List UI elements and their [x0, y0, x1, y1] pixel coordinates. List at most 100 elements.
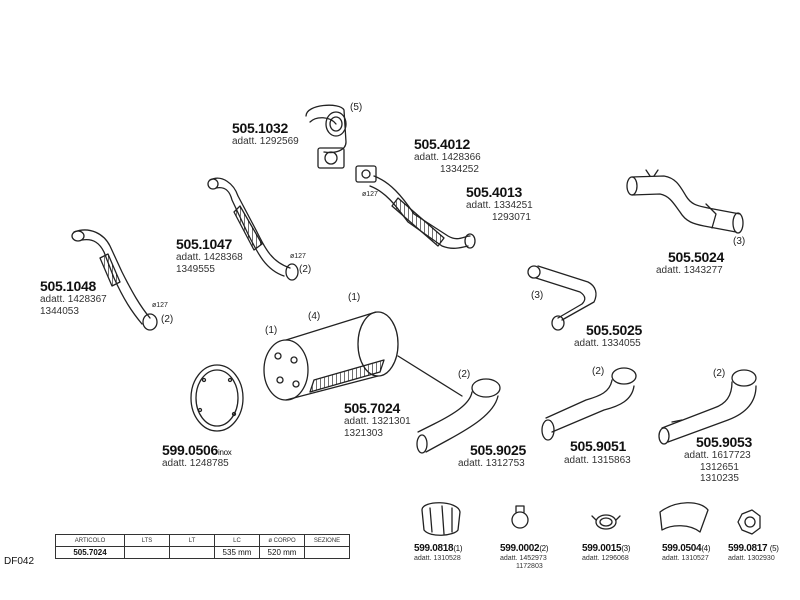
- part-code: 505.5024: [668, 249, 724, 265]
- accessory-label-599-0817: 599.0817 (5) adatt. 1302930: [728, 543, 779, 563]
- part-label-505-9025: 505.9025: [470, 442, 526, 458]
- part-adatt: adatt. 1321301: [344, 416, 411, 428]
- accessory-adatt: adatt. 1452973: [500, 554, 547, 562]
- accessory-adatt: adatt. 1310528: [414, 554, 461, 562]
- spec-header-cell: LC: [214, 534, 260, 547]
- part-adatt: adatt. 1334055: [574, 338, 641, 349]
- part-label-505-5025: 505.5025: [586, 322, 642, 338]
- accessory-code: 599.0504: [662, 543, 702, 554]
- note-number: (2): [299, 264, 312, 275]
- accessory-label-599-0504: 599.0504(4) adatt. 1310527: [662, 543, 710, 563]
- accessory-code: 599.0015: [582, 543, 622, 554]
- pipe-505-9051-drawing: [541, 367, 637, 441]
- part-adatt: adatt. 1312753: [458, 458, 525, 469]
- silencer-505-7024-drawing: [263, 311, 463, 401]
- note-number: (2): [713, 368, 726, 379]
- note-number: (2): [592, 366, 605, 377]
- spec-value-cell: 520 mm: [259, 546, 305, 559]
- part-code: 505.9051: [570, 438, 626, 454]
- part-code: 505.1047: [176, 236, 232, 252]
- sleeve-599-0504-drawing: [659, 502, 709, 533]
- part-adatt: adatt. 1428368: [176, 252, 243, 264]
- accessory-label-599-0015: 599.0015(3) adatt. 1296068: [582, 543, 630, 563]
- part-label-505-7024: 505.7024 adatt. 1321301 1321303: [344, 400, 411, 439]
- note-number: (3): [531, 290, 544, 301]
- part-label-505-9051: 505.9051: [570, 438, 626, 454]
- part-code: 505.9053: [696, 434, 752, 450]
- spec-value-cell: 505.7024: [55, 546, 125, 559]
- part-code: 505.9025: [470, 442, 526, 458]
- accessory-note: (4): [701, 544, 711, 553]
- accessory-code: 599.0817: [728, 543, 768, 554]
- part-code: 505.4012: [414, 136, 470, 152]
- note-number: (2): [458, 369, 471, 380]
- part-adatt: adatt. 1248785: [162, 458, 229, 470]
- pipe-505-9025-drawing: [416, 378, 501, 454]
- nut-599-0817-drawing: [737, 509, 761, 535]
- spec-value-cell: 535 mm: [214, 546, 260, 559]
- accessory-code: 599.0002: [500, 543, 540, 554]
- spec-value-cell: [304, 546, 350, 559]
- part-label-505-1047: 505.1047 adatt. 1428368 1349555: [176, 236, 243, 275]
- part-code: 599.0506: [162, 442, 218, 458]
- spec-table-header: ARTICOLO LTS LT LC ø CORPO SEZIONE: [55, 534, 350, 547]
- note-number: (4): [308, 311, 321, 322]
- part-code: 505.4013: [466, 184, 522, 200]
- part-label-505-4012: 505.4012 adatt. 1428366 1334252: [414, 136, 481, 175]
- accessory-label-599-0002: 599.0002(2) adatt. 1452973 1172803: [500, 543, 548, 571]
- accessory-note: (2): [539, 544, 549, 553]
- diameter-label: ø127: [290, 253, 306, 260]
- part-adatt: adatt. 1292569: [232, 136, 299, 148]
- part-code: 505.1032: [232, 120, 288, 136]
- accessory-code: 599.0818: [414, 543, 454, 554]
- part-material: inox: [218, 448, 232, 457]
- part-label-505-9053: 505.9053 adatt. 1617723 1312651 1310235: [684, 434, 752, 485]
- spec-header-cell: LTS: [124, 534, 170, 547]
- part-label-505-1048: 505.1048 adatt. 1428367 1344053: [40, 278, 107, 317]
- part-label-599-0506: 599.0506inox adatt. 1248785: [162, 442, 232, 470]
- note-number: (3): [733, 236, 746, 247]
- part-adatt: adatt. 1334251: [466, 200, 533, 212]
- accessory-label-599-0818: 599.0818(1) adatt. 1310528: [414, 543, 462, 563]
- part-label-505-5024: 505.5024: [668, 249, 724, 265]
- pipe-505-9053-drawing: [658, 369, 757, 445]
- accessory-note: (1): [453, 544, 463, 553]
- accessory-note: (5): [769, 544, 779, 553]
- note-number: (2): [161, 314, 174, 325]
- spec-header-cell: ARTICOLO: [55, 534, 125, 547]
- pipe-505-1048-drawing: [71, 229, 158, 331]
- pipe-505-5025-drawing: [527, 265, 597, 331]
- clamp-599-0818-drawing: [421, 502, 461, 536]
- spec-value-cell: [169, 546, 215, 559]
- gasket-599-0506-drawing: [190, 364, 244, 432]
- part-adatt: adatt. 1428367: [40, 294, 107, 306]
- spec-header-cell: LT: [169, 534, 215, 547]
- part-adatt: adatt. 1428366: [414, 152, 481, 164]
- clamp-599-0002-drawing: [511, 505, 529, 529]
- flexpipe-505-4012-drawing: [355, 165, 476, 249]
- part-adatt: 1293071: [492, 211, 531, 223]
- part-adatt: adatt. 1617723: [684, 450, 751, 462]
- part-adatt: 1310235: [700, 473, 739, 485]
- spec-value-cell: [124, 546, 170, 559]
- diameter-label: ø127: [152, 302, 168, 309]
- spec-table: ARTICOLO LTS LT LC ø CORPO SEZIONE 505.7…: [55, 534, 350, 559]
- accessory-adatt: adatt. 1296068: [582, 554, 629, 562]
- accessory-adatt: adatt. 1302930: [728, 554, 775, 562]
- part-adatt: 1334252: [440, 163, 479, 175]
- part-adatt: adatt. 1343277: [656, 265, 723, 276]
- diameter-label: ø127: [362, 191, 378, 198]
- pipe-505-1047-drawing: [207, 177, 299, 281]
- spec-header-cell: SEZIONE: [304, 534, 350, 547]
- part-adatt: 1321303: [344, 427, 383, 439]
- part-adatt: 1312651: [700, 461, 739, 473]
- note-number: (1): [265, 325, 278, 336]
- part-code: 505.5025: [586, 322, 642, 338]
- note-number: (5): [350, 102, 363, 113]
- diagram-reference-code: DF042: [4, 556, 35, 567]
- spec-header-cell: ø CORPO: [259, 534, 305, 547]
- part-label-505-1032: 505.1032 adatt. 1292569: [232, 120, 299, 148]
- clamp-599-0015-drawing: [591, 514, 621, 530]
- accessory-adatt: adatt. 1310527: [662, 554, 709, 562]
